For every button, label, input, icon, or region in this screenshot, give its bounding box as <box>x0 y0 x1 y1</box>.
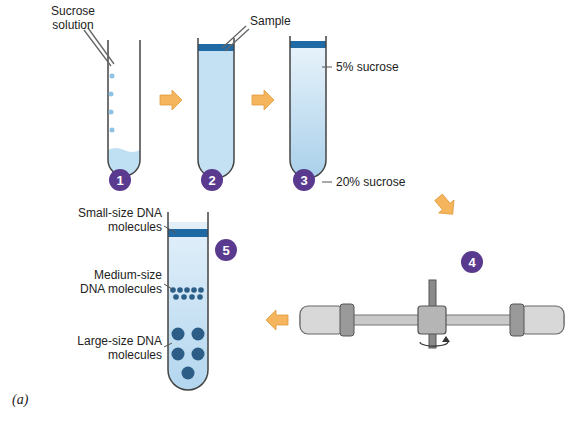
tube-five <box>164 343 172 347</box>
tube-three <box>322 182 332 183</box>
tube-five <box>164 226 176 233</box>
step-arrow <box>431 191 460 221</box>
tube-three <box>290 41 326 48</box>
tube-five <box>164 284 172 289</box>
fraction-label: Large-size DNA molecules <box>66 334 162 362</box>
centrifuge <box>340 304 354 336</box>
centrifuge <box>300 306 346 334</box>
tube-two <box>198 26 249 178</box>
gradient-label: 5% sucrose <box>336 60 426 74</box>
fraction-label: Medium-size DNA molecules <box>66 268 162 296</box>
tube-one <box>84 28 114 66</box>
reagent-label: Sucrose solution <box>36 4 110 32</box>
centrifuge <box>518 306 564 334</box>
tube-five <box>191 287 197 293</box>
step-arrow <box>266 310 288 330</box>
tube-three <box>322 67 332 68</box>
tube-five <box>172 328 205 380</box>
tube-five <box>168 222 208 390</box>
tube-five <box>164 212 208 390</box>
tube-five <box>198 287 204 293</box>
tube-two <box>198 38 234 178</box>
step-number: 5 <box>215 239 237 261</box>
tube-five <box>168 229 208 237</box>
tube-two <box>198 46 234 178</box>
panel-letter: (a) <box>12 393 52 407</box>
tube-five <box>197 294 203 300</box>
tube-five <box>182 367 195 380</box>
step-arrow <box>252 90 274 110</box>
tube-one <box>84 28 140 176</box>
tube-five <box>170 287 204 300</box>
tube-five <box>172 328 185 341</box>
tube-five <box>177 287 183 293</box>
step-number: 3 <box>293 169 315 191</box>
tube-one <box>110 128 115 133</box>
tube-three <box>290 36 326 178</box>
centrifuge <box>442 336 450 342</box>
step-number: 1 <box>109 169 131 191</box>
step-arrow <box>160 90 182 110</box>
tube-five <box>181 294 187 300</box>
step-number-text: 3 <box>300 173 307 188</box>
centrifuge <box>418 306 446 334</box>
step-number-text: 1 <box>116 173 123 188</box>
tube-two <box>222 26 249 51</box>
fraction-label: Small-size DNA molecules <box>66 206 162 234</box>
step-number-text: 4 <box>468 255 475 270</box>
tube-five <box>184 287 190 293</box>
reagent-label: Sample <box>250 14 310 28</box>
tube-one <box>110 74 115 79</box>
step-number: 4 <box>461 251 483 273</box>
step-number-text: 5 <box>222 243 229 258</box>
tube-one <box>109 110 114 115</box>
tube-five <box>172 348 185 361</box>
tube-five <box>189 294 195 300</box>
step-number-text: 2 <box>208 173 215 188</box>
tube-five <box>192 348 205 361</box>
tube-five <box>168 212 208 390</box>
centrifuge <box>510 304 524 336</box>
tube-three <box>290 36 332 182</box>
tube-five <box>192 328 205 341</box>
gradient-label: 20% sucrose <box>336 175 436 189</box>
tube-one <box>109 92 114 97</box>
centrifuge <box>300 280 564 348</box>
step-number: 2 <box>201 169 223 191</box>
tube-one <box>108 40 140 176</box>
tube-five <box>173 294 179 300</box>
tube-three <box>290 44 326 178</box>
